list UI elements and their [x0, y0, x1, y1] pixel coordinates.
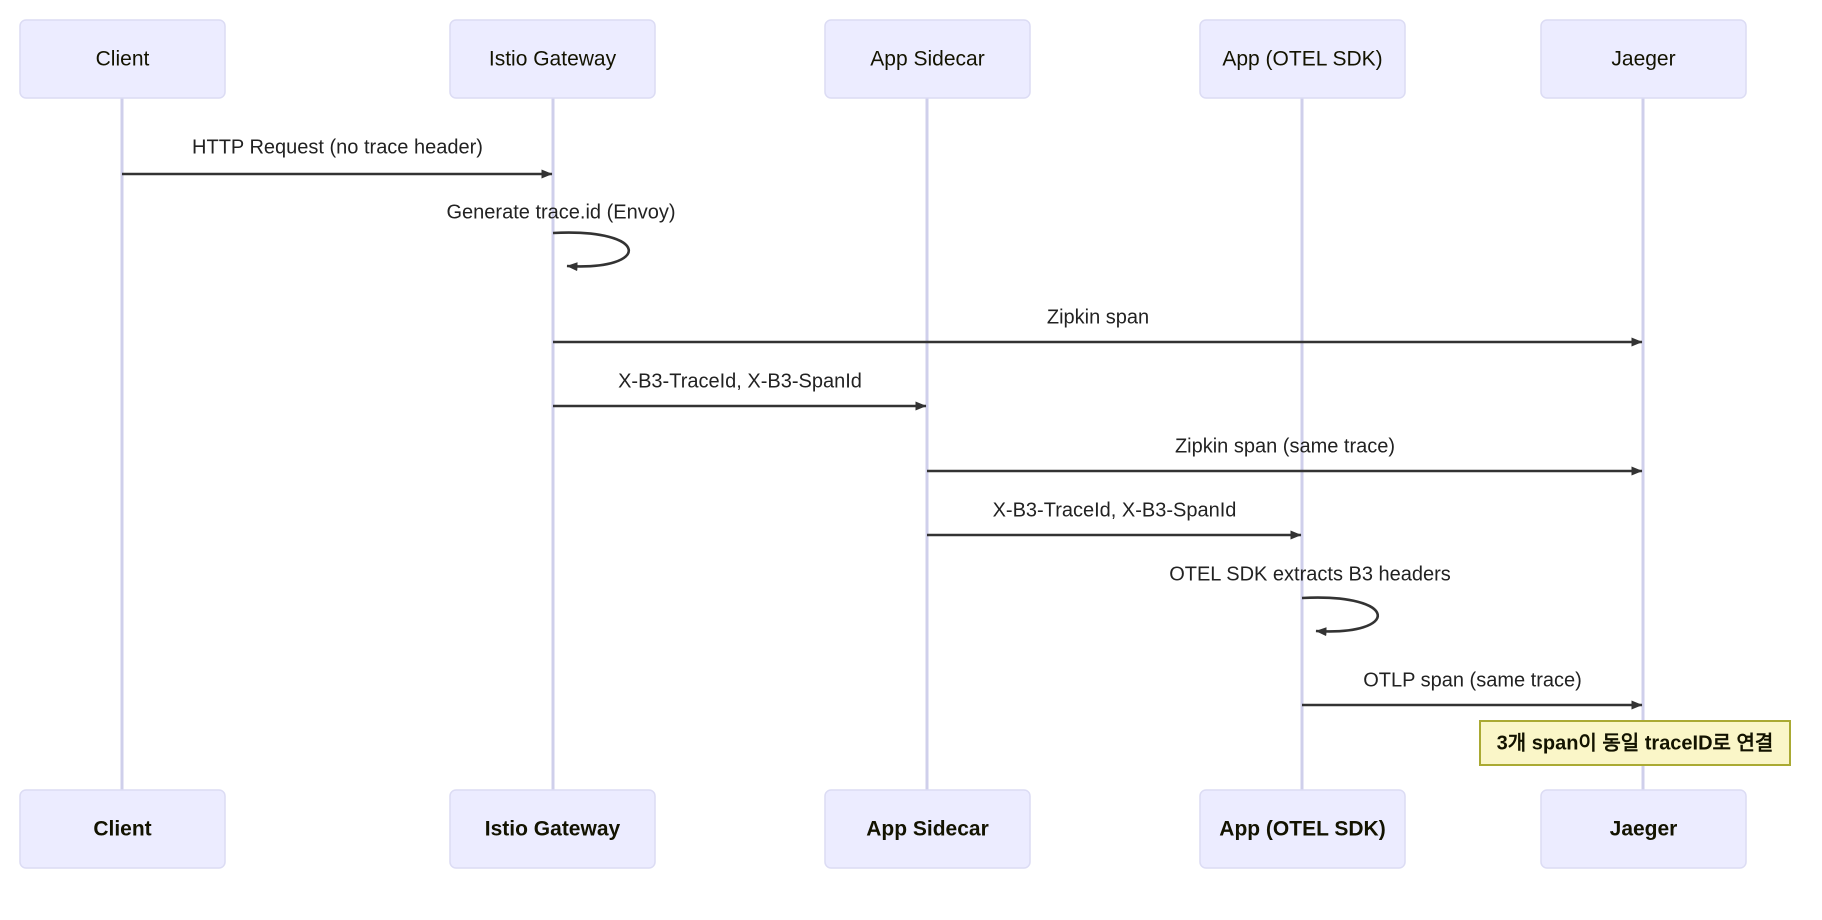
actor-top-client: Client [19, 19, 226, 99]
actor-bottom-otelapp: App (OTEL SDK) [1199, 789, 1406, 869]
message-selfloop-path-m7 [1301, 596, 1379, 637]
message-label-m5: Zipkin span (same trace) [1175, 435, 1395, 457]
actor-top-sidecar: App Sidecar [824, 19, 1031, 99]
actor-label-client: Client [93, 818, 151, 841]
actor-box-gateway [449, 19, 656, 99]
message-label-m6: X-B3-TraceId, X-B3-SpanId [993, 499, 1237, 521]
message-selfloop-path-m2 [552, 231, 630, 272]
actor-box-sidecar [824, 19, 1031, 99]
actor-box-jaeger [1540, 19, 1747, 99]
message-m1: HTTP Request (no trace header) [122, 136, 553, 179]
actor-box-otelapp [1199, 789, 1406, 869]
message-m4: X-B3-TraceId, X-B3-SpanId [553, 370, 927, 411]
message-m5: Zipkin span (same trace) [927, 435, 1643, 476]
actor-label-sidecar: App Sidecar [870, 48, 984, 71]
messages-layer: HTTP Request (no trace header) Generate t… [122, 136, 1643, 710]
actor-bottom-sidecar: App Sidecar [824, 789, 1031, 869]
actor-top-jaeger: Jaeger [1540, 19, 1747, 99]
actor-label-jaeger: Jaeger [1610, 818, 1678, 841]
note-n1: 3개 span이 동일 traceID로 연결 [1479, 720, 1791, 766]
actors-top-layer: Client Istio Gateway App Sidecar App (OTEL … [19, 19, 1747, 99]
message-label-m2: Generate trace.id (Envoy) [447, 201, 676, 223]
lifelines-layer [120, 98, 1645, 790]
actor-top-gateway: Istio Gateway [449, 19, 656, 99]
actor-label-jaeger: Jaeger [1611, 48, 1675, 71]
actor-label-gateway: Istio Gateway [485, 818, 621, 841]
actor-box-sidecar [824, 789, 1031, 869]
actor-bottom-client: Client [19, 789, 226, 869]
note-box-n1 [1479, 720, 1791, 766]
message-label-m8: OTLP span (same trace) [1363, 669, 1582, 691]
message-m7: OTEL SDK extracts B3 headers [1169, 563, 1451, 637]
note-label-n1: 3개 span이 동일 traceID로 연결 [1497, 731, 1774, 754]
actor-label-client: Client [96, 48, 150, 71]
message-label-m4: X-B3-TraceId, X-B3-SpanId [618, 370, 862, 392]
actor-box-gateway [449, 789, 656, 869]
actor-box-otelapp [1199, 19, 1406, 99]
message-label-m7: OTEL SDK extracts B3 headers [1169, 563, 1451, 585]
actor-label-otelapp: App (OTEL SDK) [1222, 48, 1382, 71]
actor-top-otelapp: App (OTEL SDK) [1199, 19, 1406, 99]
message-m2: Generate trace.id (Envoy) [447, 201, 676, 272]
actor-label-gateway: Istio Gateway [489, 48, 617, 71]
message-m8: OTLP span (same trace) [1302, 669, 1643, 710]
message-label-m1: HTTP Request (no trace header) [192, 136, 483, 158]
actor-box-client [19, 19, 226, 99]
actor-label-otelapp: App (OTEL SDK) [1219, 818, 1385, 841]
message-m6: X-B3-TraceId, X-B3-SpanId [927, 499, 1302, 540]
actor-bottom-gateway: Istio Gateway [449, 789, 656, 869]
notes-layer: 3개 span이 동일 traceID로 연결 [1479, 720, 1791, 766]
actor-box-client [19, 789, 226, 869]
actor-box-jaeger [1540, 789, 1747, 869]
actor-label-sidecar: App Sidecar [866, 818, 989, 841]
actors-bottom-layer: Client Istio Gateway App Sidecar App (OTEL … [19, 789, 1747, 869]
actor-bottom-jaeger: Jaeger [1540, 789, 1747, 869]
message-m3: Zipkin span [553, 306, 1643, 347]
message-label-m3: Zipkin span [1047, 306, 1149, 328]
